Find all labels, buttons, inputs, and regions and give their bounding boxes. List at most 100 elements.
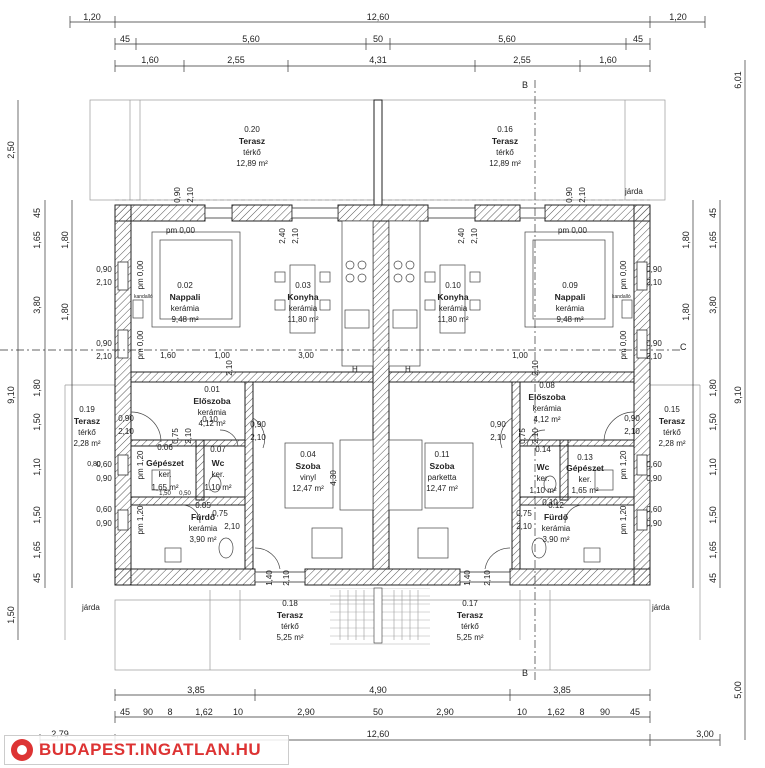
open-top-l-a: 0,90 [173, 187, 182, 203]
opening-annotations-h: 0,90 2,10 0,90 2,10 0,90 2,10 0,90 2,10 … [87, 265, 662, 531]
room-area: 5,25 m² [456, 633, 483, 642]
dim-bottom1-a: 3,85 [187, 685, 205, 695]
room-area: 12,47 m² [292, 484, 324, 493]
open-wc-r: 0,10 [542, 498, 558, 507]
room-name: Wc [537, 462, 550, 472]
room-material: ker. [212, 470, 225, 479]
room-id: 0.19 [79, 405, 95, 414]
dim-bottom2-g: 50 [373, 707, 383, 717]
watermark: BUDAPEST.INGATLAN.HU [4, 735, 289, 765]
dim-right-inner-e: 1,50 [708, 413, 718, 431]
room-area: 12,89 m² [489, 159, 521, 168]
open-075-l2: 2,10 [184, 428, 193, 444]
pm120-r1: pm 1,20 [619, 450, 628, 479]
open-furdo-l-b: 0,90 [96, 519, 112, 528]
room-id: 0.17 [462, 599, 478, 608]
open-bottom-r-a: 1,40 [463, 570, 472, 586]
room-area: 9,48 m² [556, 315, 583, 324]
dim-bottom2-k: 8 [579, 707, 584, 717]
room-0-09: 0.09 Nappali kerámia 9,48 m² [555, 281, 586, 324]
room-area: 9,48 m² [171, 315, 198, 324]
room-area: 1,10 m² [204, 483, 231, 492]
right-dimension-text: 6,01 9,10 5,00 45 1,65 3,80 1,80 1,50 1,… [681, 71, 743, 699]
open-el-r-b: 2,10 [624, 427, 640, 436]
room-id: 0.05 [195, 501, 211, 510]
open-kitchen-r-b: 2,10 [470, 228, 479, 244]
section-c: C [680, 342, 687, 352]
room-material: ker. [537, 474, 550, 483]
pm-vert-r1: pm 0,00 [619, 260, 628, 289]
room-0-17: 0.17 Terasz térkő 5,25 m² [456, 599, 483, 642]
room-name: Terasz [659, 416, 685, 426]
open-gep-r-a: 0,60 [646, 460, 662, 469]
room-area: 1,10 m² [529, 486, 556, 495]
dim-top3-b: 2,55 [227, 55, 245, 65]
dim-left-inner-g: 1,50 [32, 506, 42, 524]
open-wc-l: 0,10 [202, 415, 218, 424]
room-id: 0.20 [244, 125, 260, 134]
room-name: Terasz [492, 136, 518, 146]
open-gep-b-l2: 0,50 [179, 491, 191, 497]
room-name: Terasz [239, 136, 265, 146]
dim-left-inner-f: 1,10 [32, 458, 42, 476]
open-furdo-l-a: 0,60 [96, 505, 112, 514]
dim-left-outer-c: 1,50 [6, 606, 16, 624]
dim-top2-a: 45 [120, 34, 130, 44]
room-id: 0.02 [177, 281, 193, 290]
room-name: Szoba [295, 461, 320, 471]
dim-right-inner-h: 1,65 [708, 541, 718, 559]
room-0-11: 0.11 Szoba parketta 12,47 m² [424, 442, 474, 509]
open-small-l-a: 0,75 [212, 509, 228, 518]
dim-right-inner-c: 3,80 [708, 296, 718, 314]
dim-left-inner-e: 1,50 [32, 413, 42, 431]
room-id: 0.01 [204, 385, 220, 394]
open-bottom-r-b: 2,10 [483, 570, 492, 586]
room-id: 0.08 [539, 381, 555, 390]
dim-bottom2-e: 10 [233, 707, 243, 717]
walls [114, 99, 651, 586]
room-area: 3,90 m² [189, 535, 216, 544]
room-id: 0.10 [445, 281, 461, 290]
dim-left-inner2-b: 1,80 [60, 303, 70, 321]
open-075-r2: 2,10 [531, 428, 540, 444]
open-gep-l-b: 0,90 [96, 474, 112, 483]
section-lines [0, 80, 680, 680]
open-small-r-b: 2,10 [516, 522, 532, 531]
jarda-label-bl: járda [81, 603, 100, 612]
dim-left-inner-c: 3,80 [32, 296, 42, 314]
open-el-r-a: 0,90 [624, 414, 640, 423]
dim-top3-a: 1,60 [141, 55, 159, 65]
room-material: térkő [461, 622, 479, 631]
dim-top1-b: 12,60 [367, 12, 390, 22]
room-id: 0.14 [535, 445, 551, 454]
dim-bottom2-f: 2,90 [297, 707, 315, 717]
room-material: ker. [579, 475, 592, 484]
pm-vert-l1: pm 0,00 [136, 260, 145, 289]
room-material: térkő [496, 148, 514, 157]
open-kitchen-l-a: 2,40 [278, 228, 287, 244]
open-side-l1-b: 2,10 [96, 278, 112, 287]
room-id: 0.11 [435, 450, 451, 459]
room-area: 11,80 m² [288, 315, 319, 324]
room-id: 0.06 [157, 443, 173, 452]
misc-labels: járda járda járda pm 0,00 pm 0,00 H H ka… [81, 187, 670, 612]
dim-bottom3-a: 2,79 [51, 729, 69, 739]
dim-right-inner-i: 45 [708, 573, 718, 583]
pm-label-r: pm 0,00 [558, 226, 587, 235]
open-inner-l-b: 1,00 [214, 351, 230, 360]
entrance-steps [339, 587, 419, 644]
bottom-dimension-text: 3,85 4,90 3,85 45 90 8 1,62 10 2,90 50 2… [51, 685, 714, 739]
dim-bottom2-b: 90 [143, 707, 153, 717]
dim-right-inner2-a: 1,80 [681, 231, 691, 249]
dim-top3-e: 1,60 [599, 55, 617, 65]
open-el-l-b: 2,10 [118, 427, 134, 436]
dim-right-outer-b: 9,10 [733, 386, 743, 404]
open-sz-r-a: 0,90 [490, 420, 506, 429]
open-side-r1-a: 0,90 [646, 265, 662, 274]
open-small-l-b: 2,10 [224, 522, 240, 531]
pm120-r2: pm 1,20 [619, 505, 628, 534]
open-side-r1-b: 2,10 [646, 278, 662, 287]
room-material: ker. [159, 470, 172, 479]
open-inner-r-b: 2,10 [531, 360, 540, 376]
